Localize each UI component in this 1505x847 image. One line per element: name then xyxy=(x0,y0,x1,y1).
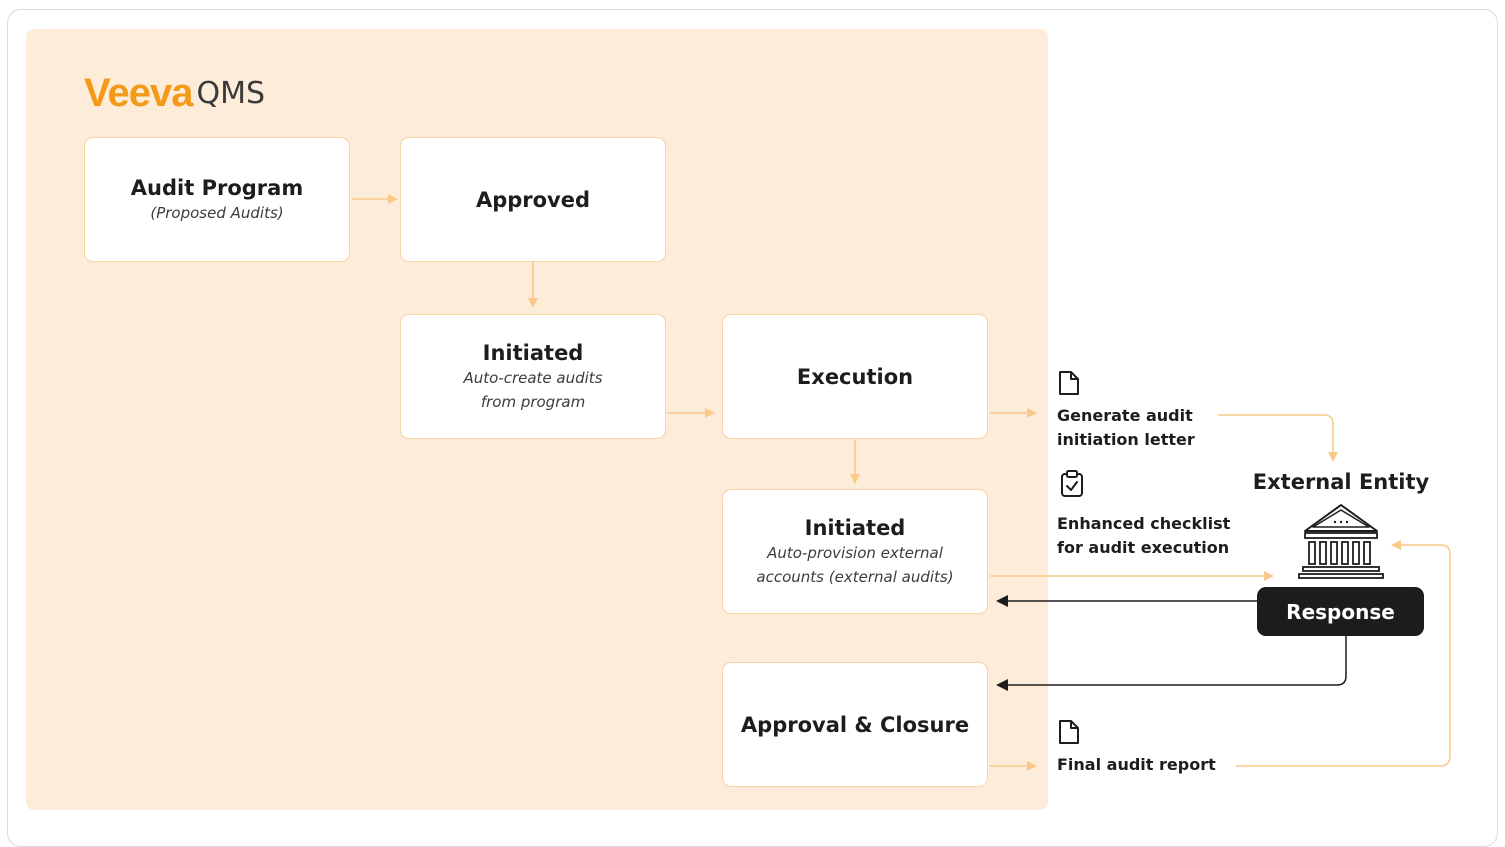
initiation-letter-line-1: Generate audit xyxy=(1057,406,1193,425)
final-report-label: Final audit report xyxy=(1057,755,1216,774)
audit-program-box: Audit Program (Proposed Audits) xyxy=(84,137,350,262)
initiated-program-sub-2: from program xyxy=(480,392,586,411)
initiated-external-sub-2: accounts (external audits) xyxy=(756,567,954,586)
document-icon xyxy=(1059,720,1079,744)
institution-building-icon xyxy=(1298,504,1384,579)
approval-closure-box: Approval & Closure xyxy=(722,662,988,787)
checklist-line-1: Enhanced checklist xyxy=(1057,514,1231,533)
logo-brand: Veeva xyxy=(84,71,193,115)
execution-title: Execution xyxy=(796,364,914,389)
initiated-external-box: Initiated Auto-provision external accoun… xyxy=(722,489,988,614)
execution-box: Execution xyxy=(722,314,988,439)
checklist-label: Enhanced checklist for audit execution xyxy=(1057,512,1230,560)
approved-title: Approved xyxy=(475,187,591,212)
response-badge: Response xyxy=(1257,587,1424,636)
approval-closure-title: Approval & Closure xyxy=(740,712,970,737)
veeva-qms-logo: Veeva QMS xyxy=(84,67,265,113)
checklist-line-2: for audit execution xyxy=(1057,538,1230,557)
initiated-external-sub-1: Auto-provision external xyxy=(767,543,943,562)
external-entity-title: External Entity xyxy=(1252,470,1430,494)
initiation-letter-label: Generate audit initiation letter xyxy=(1057,404,1195,452)
logo-product: QMS xyxy=(196,76,266,111)
approved-box: Approved xyxy=(400,137,666,262)
audit-program-subtitle: (Proposed Audits) xyxy=(150,203,284,222)
initiation-letter-line-2: initiation letter xyxy=(1057,430,1195,449)
initiated-external-title: Initiated xyxy=(804,515,906,540)
initiated-program-title: Initiated xyxy=(482,340,584,365)
initiated-program-sub-1: Auto-create audits xyxy=(463,368,603,387)
audit-program-title: Audit Program xyxy=(130,175,304,200)
clipboard-check-icon xyxy=(1061,470,1083,497)
initiated-program-box: Initiated Auto-create audits from progra… xyxy=(400,314,666,439)
document-icon xyxy=(1059,371,1079,395)
